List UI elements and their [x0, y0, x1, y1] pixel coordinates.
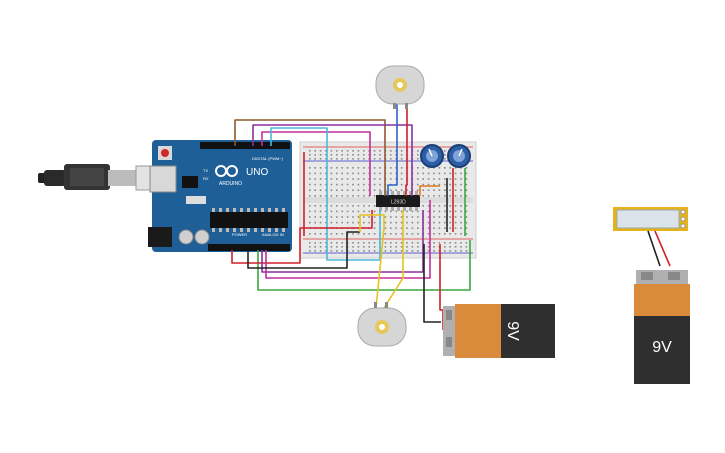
wire-yellow-left[interactable]: [359, 214, 385, 309]
arduino-uno-board[interactable]: ARDUINO UNO DIGITAL (PWM~) POWER ANALOG …: [148, 140, 292, 252]
wire-orange-pot[interactable]: [419, 185, 440, 196]
analog-header-label: ANALOG IN: [262, 232, 284, 237]
potentiometer-right[interactable]: [447, 144, 471, 168]
wire-red-switch[interactable]: [654, 230, 671, 267]
wire-brown[interactable]: [234, 119, 386, 196]
wires[interactable]: [231, 97, 471, 330]
wire-red-bottom[interactable]: [231, 210, 373, 264]
wire-black-battery[interactable]: [423, 244, 441, 323]
switch-wires[interactable]: [647, 230, 671, 267]
wire-red-motor-top[interactable]: [405, 97, 408, 196]
wire-cyan-top[interactable]: [270, 127, 381, 261]
wire-purple-top[interactable]: [252, 124, 413, 196]
brand-label: ARDUINO: [219, 181, 242, 187]
potentiometer-left[interactable]: [420, 144, 444, 168]
wire-yellow-right[interactable]: [383, 210, 404, 309]
motor-driver-chip[interactable]: L293D: [376, 191, 420, 211]
reset-button[interactable]: [161, 149, 169, 157]
wire-blue-motor-top[interactable]: [387, 97, 398, 196]
atmega-chip: [210, 212, 288, 228]
model-label: UNO: [246, 167, 268, 178]
power-header-label: POWER: [232, 232, 247, 237]
battery-9v-horizontal[interactable]: 9V: [443, 304, 555, 358]
wire-magenta-bottom[interactable]: [265, 200, 431, 279]
digital-header-label: DIGITAL (PWM~): [252, 156, 284, 161]
wire-black-bottom[interactable]: [247, 231, 360, 269]
wire-green-bottom[interactable]: [257, 240, 471, 291]
power-analog-header[interactable]: [208, 244, 290, 251]
digital-header[interactable]: [200, 142, 290, 149]
battery-label: 9V: [652, 339, 672, 356]
slide-switch[interactable]: [613, 207, 688, 231]
chip-label: L293D: [391, 200, 406, 206]
battery-label: 9V: [504, 321, 521, 341]
dc-motor-top[interactable]: [375, 65, 425, 109]
arduino-logo-icon: [215, 165, 238, 177]
rx-label: RX: [203, 176, 209, 181]
battery-9v-vertical[interactable]: 9V: [634, 270, 690, 384]
tx-label: TX: [203, 168, 208, 173]
wire-purple-bottom[interactable]: [261, 210, 424, 273]
wire-magenta-top[interactable]: [261, 131, 371, 196]
wire-black-switch[interactable]: [647, 230, 661, 267]
dc-motor-bottom[interactable]: [357, 302, 407, 347]
